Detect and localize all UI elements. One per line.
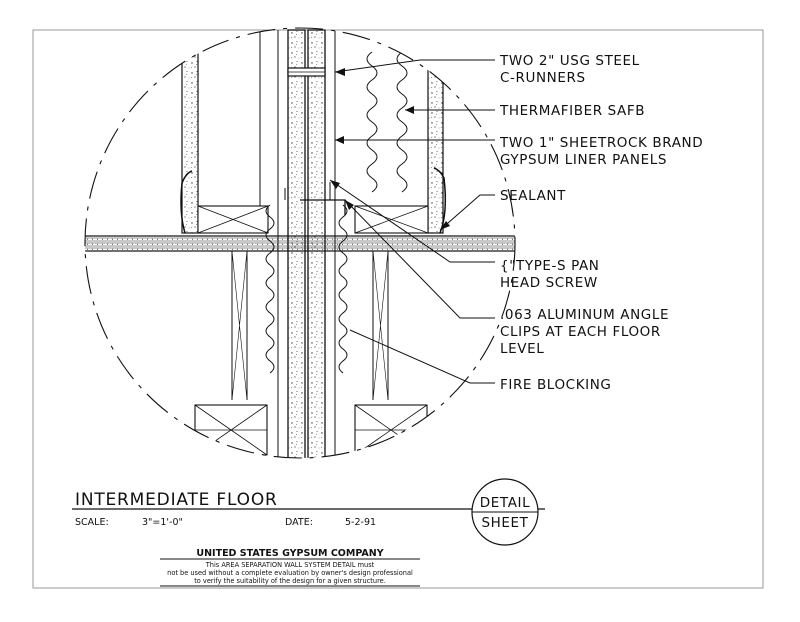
fire-blocking-left — [265, 204, 275, 374]
disclaimer-line-2: not be used without a complete evaluatio… — [167, 569, 413, 577]
disclaimer-line-1: This AREA SEPARATION WALL SYSTEM DETAIL … — [205, 561, 375, 569]
date-value: 5-2-91 — [345, 517, 376, 528]
callout-type-s: {"TYPE-S PAN — [500, 258, 600, 274]
footer-note: UNITED STATES GYPSUM COMPANY This AREA S… — [160, 548, 420, 587]
callout-aluminum-angle: .063 ALUMINUM ANGLE — [500, 307, 669, 323]
callout-sheetrock: TWO 1" SHEETROCK BRAND — [499, 135, 703, 151]
scale-label: SCALE: — [75, 517, 109, 528]
liner-panel-right — [307, 29, 326, 458]
callout-level: LEVEL — [500, 341, 544, 357]
callout-liner-panels: GYPSUM LINER PANELS — [500, 152, 667, 168]
callout-head-screw: HEAD SCREW — [500, 275, 598, 291]
callout-steel-runners: TWO 2" USG STEEL — [499, 53, 640, 69]
leader-lines — [329, 59, 495, 384]
left-gypsum-board — [181, 29, 199, 234]
callout-thermafiber: THERMAFIBER SAFB — [499, 103, 645, 119]
detail-circle — [84, 27, 516, 459]
leader-arrows — [330, 68, 450, 230]
callout-fire-blocking: FIRE BLOCKING — [500, 377, 612, 393]
wall-section — [85, 29, 515, 458]
detail-word: DETAIL — [480, 495, 530, 511]
callout-labels: TWO 2" USG STEEL C-RUNNERS THERMAFIBER S… — [499, 53, 703, 393]
scale-value: 3"=1'-0" — [142, 517, 183, 528]
thermafiber-insulation — [396, 51, 408, 193]
drawing-title: INTERMEDIATE FLOOR — [75, 490, 278, 510]
sheet-border — [32, 29, 764, 589]
callout-clips: CLIPS AT EACH FLOOR — [500, 324, 661, 340]
liner-panel-left — [287, 29, 306, 458]
sheet-word: SHEET — [481, 515, 528, 531]
fire-blocking-right — [338, 204, 348, 374]
sealant-bead — [433, 167, 447, 234]
company-name: UNITED STATES GYPSUM COMPANY — [196, 548, 383, 559]
title-block: INTERMEDIATE FLOOR SCALE: 3"=1'-0" DATE:… — [72, 478, 545, 546]
callout-c-runners: C-RUNNERS — [500, 70, 586, 86]
callout-sealant: SEALANT — [500, 188, 566, 204]
date-label: DATE: — [285, 517, 313, 528]
disclaimer-line-3: to verify the suitability of the design … — [194, 577, 386, 585]
